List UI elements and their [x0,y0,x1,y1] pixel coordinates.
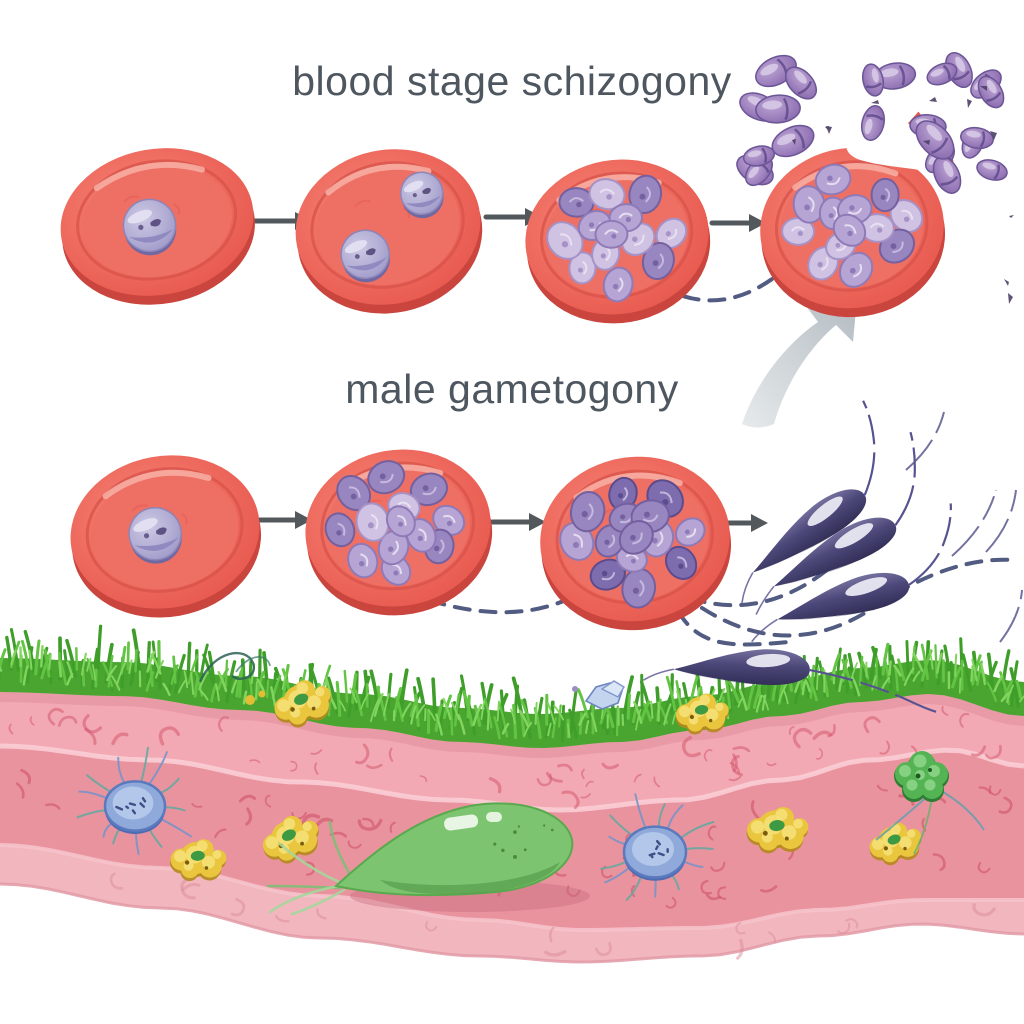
merozoite [926,62,958,86]
schizogony-title: blood stage schizogony [292,58,732,104]
flagellum-strand [905,411,945,471]
debris-in-grass [572,680,625,710]
flagellum-strand [999,589,1023,643]
yellow-amoeboid-cell [675,693,729,735]
stage-arrow [709,214,766,232]
dashed-connector [403,590,568,615]
merozoite [976,159,1008,181]
parasite-ring [128,506,182,564]
microgamete [643,649,939,714]
stage-mature-gametocyte [540,456,732,631]
yellow-amoeboid-cell [746,807,809,854]
merozoite [784,66,818,100]
gametogony-title: male gametogony [345,366,679,412]
parasite-ring [122,198,177,256]
merozoite [861,63,885,97]
merozoite [755,94,801,124]
schizogony-row [60,111,954,324]
merozoite [977,75,1005,109]
green-cluster-cell [875,751,985,855]
flagellum-strand [985,489,1017,553]
tissue-cells [76,680,985,916]
stage-rbc-2-parasites [295,149,483,314]
blue-radiate-cell [600,793,715,901]
green-amoeboid-cell [266,802,590,916]
merozoite [960,126,994,150]
stage-gametocyte [70,455,262,618]
microgamete [751,503,952,643]
curved-arrow-up [742,288,858,428]
microgamete [741,400,876,604]
microgametes-group [643,400,1023,714]
parasite-ring [340,229,391,283]
flagellum-strand [951,489,997,557]
stage-dividing-gametocyte [305,449,493,616]
stage-rbc-1-parasite [60,148,255,305]
curved-recycle-arrow [742,288,858,428]
released-merozoites [736,52,1014,304]
merozoite [860,105,886,141]
gametogony-row [70,449,732,631]
yellow-amoeboid-cell [869,822,922,866]
stage-arrow [489,513,546,531]
merozoite [742,145,776,167]
dashed-connector [688,564,834,608]
blue-radiate-cell [76,746,192,855]
microgamete [755,431,916,615]
yellow-amoeboid-cell [274,680,332,728]
stage-schizont [525,159,711,324]
grass-layer [0,624,1024,748]
parasite-ring [399,171,444,219]
yellow-amoeboid-cell [169,839,227,882]
stage-rupturing-cell [760,111,954,318]
merozoite [915,120,955,160]
